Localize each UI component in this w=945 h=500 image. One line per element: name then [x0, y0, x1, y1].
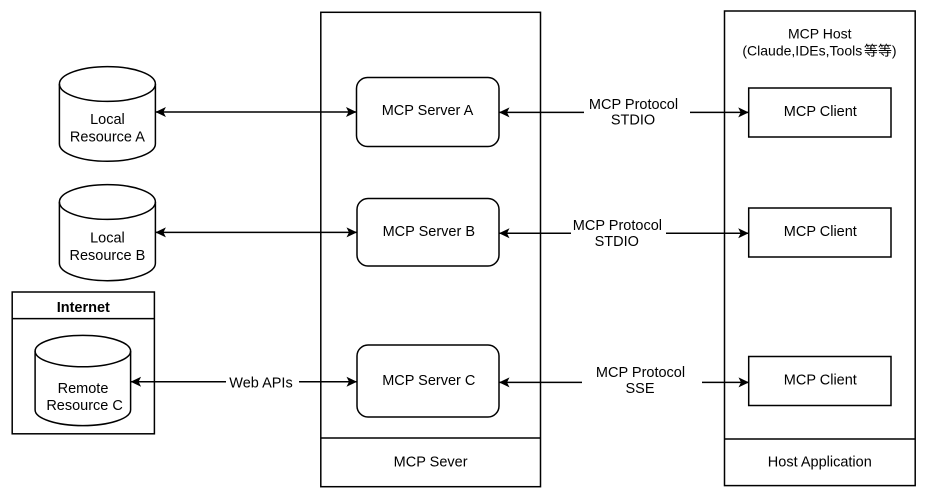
svg-text:STDIO: STDIO	[611, 113, 655, 129]
svg-text:MCP Host: MCP Host	[788, 25, 852, 41]
svg-text:MCP Server A: MCP Server A	[382, 103, 474, 119]
svg-text:MCP Client: MCP Client	[784, 224, 857, 240]
svg-text:MCP Protocol: MCP Protocol	[589, 97, 678, 113]
svg-text:MCP Sever: MCP Sever	[394, 455, 468, 471]
svg-text:Host Application: Host Application	[768, 455, 872, 471]
svg-text:Local: Local	[90, 112, 125, 128]
svg-text:MCP Client: MCP Client	[784, 104, 857, 120]
svg-text:(Claude,IDEs,Tools: (Claude,IDEs,Tools	[742, 43, 862, 59]
svg-text:STDIO: STDIO	[595, 234, 639, 250]
svg-text:Internet: Internet	[57, 300, 110, 316]
svg-text:MCP Protocol: MCP Protocol	[573, 218, 662, 234]
svg-text:Resource B: Resource B	[70, 248, 146, 264]
svg-text:): )	[892, 43, 897, 59]
svg-text:MCP Protocol: MCP Protocol	[596, 365, 685, 381]
svg-text:SSE: SSE	[625, 381, 654, 397]
svg-text:Local: Local	[90, 231, 125, 247]
svg-text:Resource C: Resource C	[46, 398, 123, 414]
svg-text:MCP Client: MCP Client	[784, 373, 857, 389]
svg-text:Resource A: Resource A	[70, 130, 145, 146]
svg-text:MCP Server B: MCP Server B	[383, 224, 475, 240]
svg-text:Remote: Remote	[58, 381, 109, 397]
svg-text:Web APIs: Web APIs	[229, 376, 292, 392]
svg-text:MCP Server C: MCP Server C	[382, 373, 475, 389]
